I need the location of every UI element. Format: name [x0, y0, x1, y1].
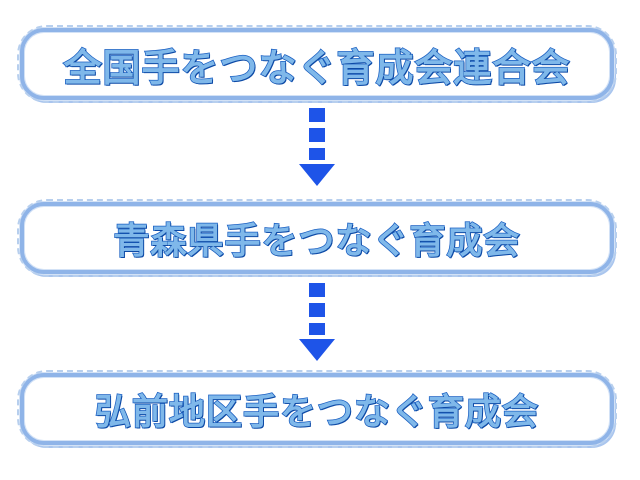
node-aomori-association-label: 青森県手をつなぐ育成会	[113, 220, 521, 263]
node-aomori-association: 青森県手をつなぐ育成会	[17, 199, 617, 277]
node-hirosaki-association-label: 弘前地区手をつなぐ育成会	[94, 391, 539, 434]
node-hirosaki-association: 弘前地区手をつなぐ育成会	[17, 370, 617, 448]
arrow-down-icon	[299, 108, 335, 186]
arrow-down-icon	[299, 283, 335, 361]
node-national-federation: 全国手をつなぐ育成会連合会	[17, 25, 617, 103]
node-national-federation-label: 全国手をつなぐ育成会連合会	[63, 45, 571, 91]
